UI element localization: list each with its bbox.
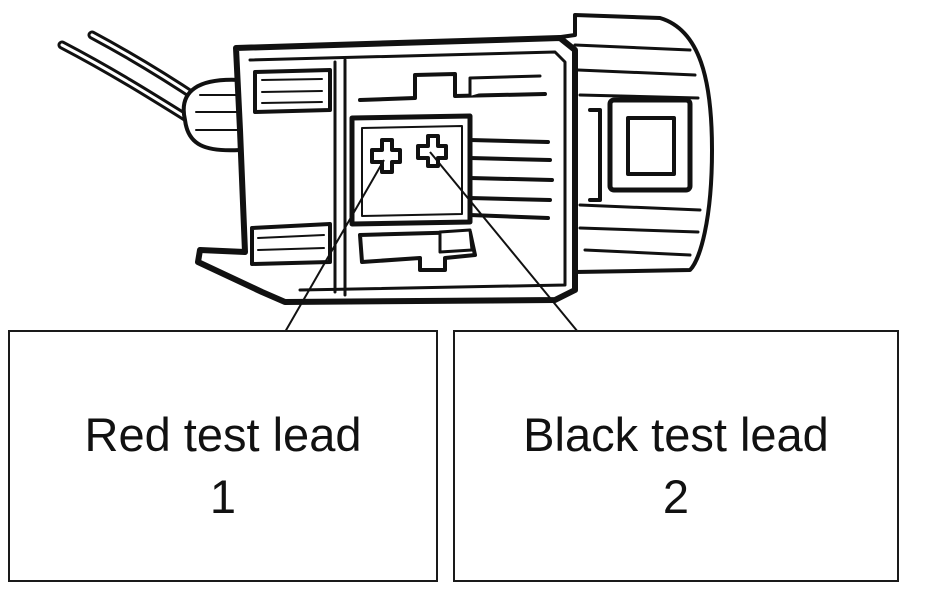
connector-wires: [57, 30, 205, 125]
leader-line-1: [284, 159, 385, 333]
connector-latch: [538, 13, 714, 274]
label-box-black-test-lead: Black test lead 2: [453, 330, 899, 582]
label-box-red-test-lead: Red test lead 1: [8, 330, 438, 582]
label-number-1: 1: [209, 470, 237, 523]
terminal-cavity-2: [416, 134, 448, 168]
label-text-2: Black test lead: [523, 408, 829, 461]
label-text-1: Red test lead: [84, 408, 362, 461]
label-number-2: 2: [662, 470, 690, 523]
leader-line-2: [429, 151, 579, 333]
connector-terminal-face: [349, 113, 477, 272]
connector-boot: [181, 77, 242, 153]
